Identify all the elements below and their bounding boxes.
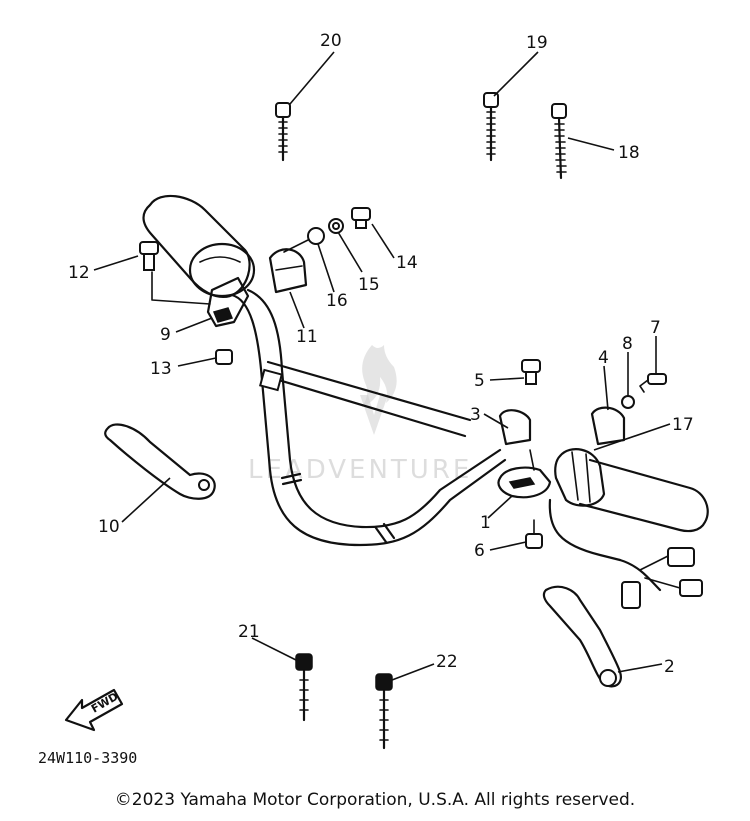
bolt-part-14 bbox=[351, 207, 371, 229]
callout-5: 5 bbox=[474, 371, 485, 391]
lever-holder-part-1 bbox=[497, 466, 552, 499]
cable-tie-part-18 bbox=[551, 103, 567, 180]
clamp-part-3 bbox=[498, 409, 532, 446]
fwd-label: FWD bbox=[89, 690, 120, 716]
left-grip bbox=[142, 194, 256, 298]
copyright-notice: ©2023 Yamaha Motor Corporation, U.S.A. A… bbox=[114, 790, 636, 810]
callout-20: 20 bbox=[320, 31, 342, 51]
callout-4: 4 bbox=[598, 348, 609, 368]
right-grip bbox=[554, 448, 709, 533]
clamp-part-11 bbox=[268, 248, 308, 294]
leader-lines bbox=[93, 51, 671, 681]
washer-part-15 bbox=[328, 218, 344, 234]
callout-21: 21 bbox=[238, 622, 260, 642]
cable-tie-part-19 bbox=[483, 92, 499, 162]
screw-part-7 bbox=[639, 373, 667, 393]
callout-2: 2 bbox=[664, 657, 675, 677]
callout-16: 16 bbox=[326, 291, 348, 311]
callout-13: 13 bbox=[150, 359, 172, 379]
clamp-part-4 bbox=[590, 406, 626, 446]
callout-10: 10 bbox=[98, 517, 120, 537]
callout-8: 8 bbox=[622, 334, 633, 354]
washer-part-8 bbox=[621, 395, 635, 409]
bolt-part-12 bbox=[139, 241, 159, 271]
callout-12: 12 bbox=[68, 263, 90, 283]
cable-tie-part-22 bbox=[375, 673, 393, 750]
diagram-code: 24W110-3390 bbox=[38, 749, 137, 767]
callout-18: 18 bbox=[618, 143, 640, 163]
callout-3: 3 bbox=[470, 405, 481, 425]
callout-19: 19 bbox=[526, 33, 548, 53]
lever-holder-part-9 bbox=[206, 276, 250, 328]
callout-9: 9 bbox=[160, 325, 171, 345]
handlebar bbox=[230, 288, 507, 547]
lever-part-2 bbox=[542, 585, 622, 688]
callout-labels: 1 2 3 4 5 6 7 8 9 10 11 12 13 14 15 16 1… bbox=[68, 31, 694, 677]
callout-6: 6 bbox=[474, 541, 485, 561]
callout-1: 1 bbox=[480, 513, 491, 533]
nut-part-13 bbox=[215, 349, 233, 365]
callout-15: 15 bbox=[358, 275, 380, 295]
bolt-part-5 bbox=[521, 359, 541, 385]
callout-7: 7 bbox=[650, 318, 661, 338]
cable-tie-part-20 bbox=[275, 102, 291, 162]
callout-17: 17 bbox=[672, 415, 694, 435]
cable-tie-part-21 bbox=[295, 653, 313, 722]
watermark-text: LEADVENTURE bbox=[248, 455, 472, 485]
nut-part-6 bbox=[525, 533, 543, 549]
switch-wiring bbox=[548, 498, 703, 609]
washer-part-16 bbox=[307, 227, 325, 245]
callout-14: 14 bbox=[396, 253, 418, 273]
callout-11: 11 bbox=[296, 327, 318, 347]
fwd-arrow: FWD bbox=[64, 688, 124, 732]
callout-22: 22 bbox=[436, 652, 458, 672]
lever-part-10 bbox=[104, 423, 216, 500]
